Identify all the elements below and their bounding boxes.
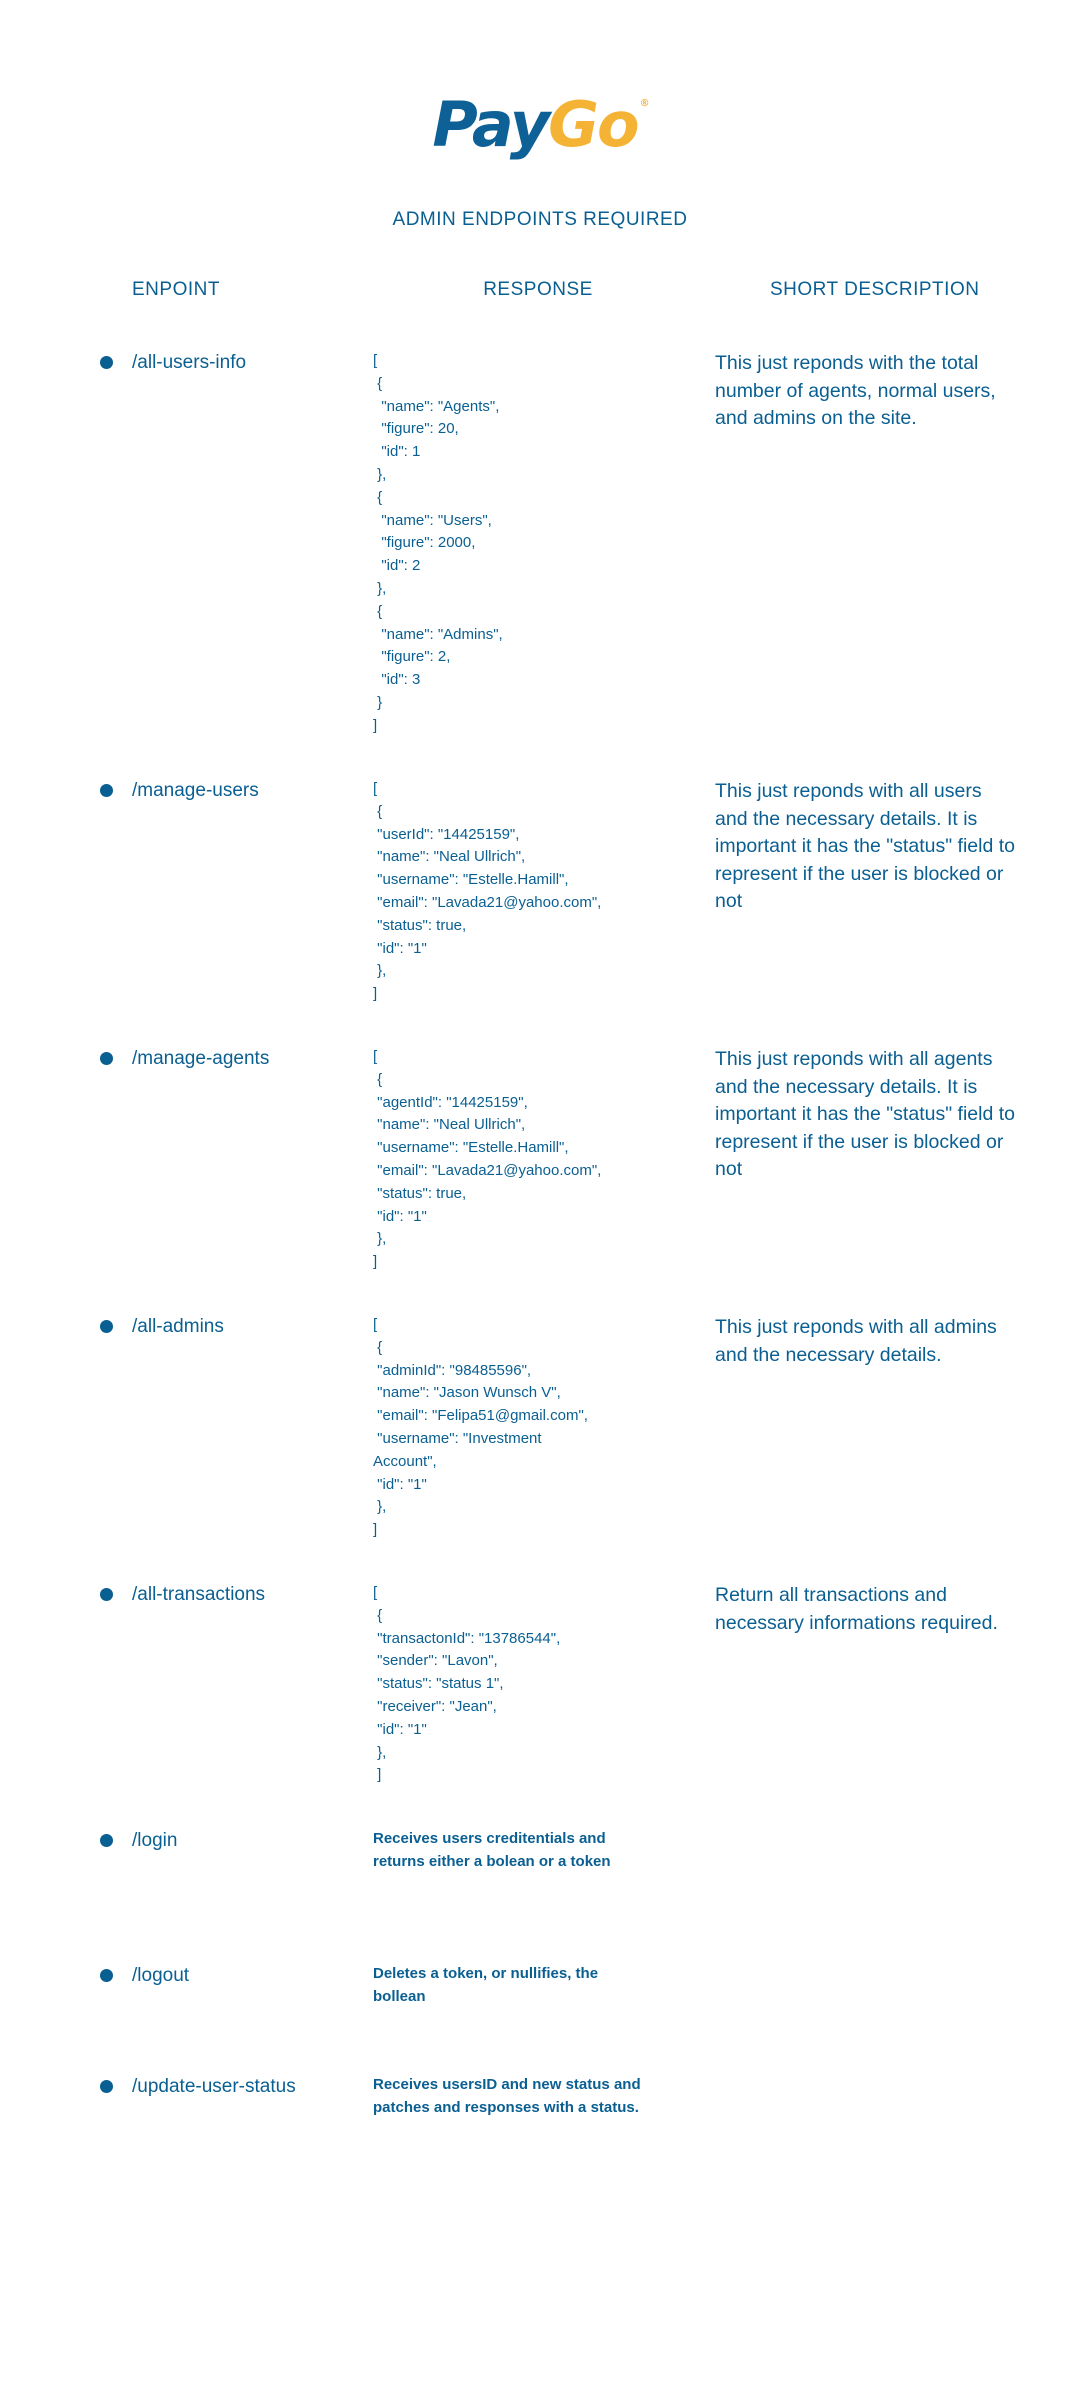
endpoint-response: Deletes a token, or nullifies, the bolle… [373, 1965, 603, 2005]
bullet-icon [100, 1320, 113, 1333]
endpoint-response: [ { "userId": "14425159", "name": "Neal … [373, 780, 602, 1003]
endpoint-response: [ { "transactonId": "13786544", "sender"… [373, 1584, 561, 1784]
endpoint-response: Receives usersID and new status and patc… [373, 2076, 645, 2116]
endpoint-path: /login [132, 1830, 178, 1851]
endpoint-response: [ { "agentId": "14425159", "name": "Neal… [373, 1048, 602, 1271]
endpoint-path: /all-users-info [132, 352, 247, 373]
column-header-response: RESPONSE [483, 279, 593, 300]
logo-go-text: Go [548, 88, 639, 161]
endpoint-path: /update-user-status [132, 2076, 296, 2097]
bullet-icon [100, 356, 113, 369]
endpoint-path: /all-admins [132, 1316, 224, 1337]
endpoint-response: [ { "name": "Agents", "figure": 20, "id"… [373, 352, 503, 734]
logo-pay-text: Pay [432, 88, 550, 161]
bullet-icon [100, 1969, 113, 1982]
column-header-description: SHORT DESCRIPTION [770, 279, 980, 300]
paygo-logo: PayGo® [0, 64, 1080, 165]
endpoint-response: [ { "adminId": "98485596", "name": "Jaso… [373, 1316, 588, 1539]
bullet-icon [100, 2080, 113, 2093]
bullet-icon [100, 1588, 113, 1601]
endpoint-path: /manage-agents [132, 1048, 270, 1069]
page-title: ADMIN ENDPOINTS REQUIRED [392, 209, 688, 230]
endpoint-path: /logout [132, 1965, 190, 1986]
endpoint-path: /manage-users [132, 780, 259, 801]
registered-mark: ® [639, 98, 650, 109]
endpoint-response: Receives users creditentials and returns… [373, 1830, 611, 1870]
endpoint-description: This just reponds with all users and the… [715, 780, 1015, 912]
endpoint-description: This just reponds with all admins and th… [715, 1316, 997, 1366]
bullet-icon [100, 784, 113, 797]
endpoint-description: This just reponds with the total number … [715, 352, 996, 429]
endpoint-description: This just reponds with all agents and th… [715, 1048, 1015, 1180]
endpoint-path: /all-transactions [132, 1584, 266, 1605]
endpoint-description: Return all transactions and necessary in… [715, 1584, 998, 1634]
bullet-icon [100, 1834, 113, 1847]
column-header-endpoint: ENPOINT [132, 279, 220, 300]
bullet-icon [100, 1052, 113, 1065]
